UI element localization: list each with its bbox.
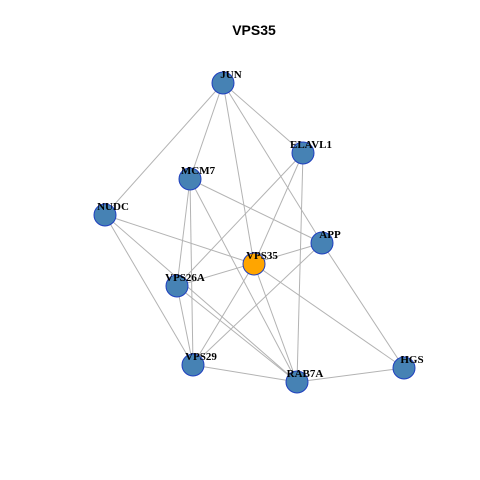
node-label-app: APP — [319, 229, 341, 241]
node-vps35 — [242, 252, 266, 276]
edge-vps26a-vps29 — [176, 285, 194, 366]
edge-vps35-hgs — [253, 263, 405, 369]
edge-app-vps29 — [192, 242, 323, 366]
edge-nudc-vps35 — [104, 214, 255, 265]
edge-elavl1-vps26a — [176, 152, 304, 287]
node-app — [310, 231, 334, 255]
node-vps29 — [181, 353, 205, 377]
node-mcm7 — [178, 167, 202, 191]
node-label-vps35: VPS35 — [246, 250, 278, 262]
node-label-mcm7: MCM7 — [181, 165, 216, 177]
graph-title: VPS35 — [232, 22, 276, 38]
edge-rab7a-hgs — [296, 367, 405, 383]
edges-layer — [104, 82, 405, 383]
node-label-vps26a: VPS26A — [165, 272, 205, 284]
edge-elavl1-vps35 — [253, 152, 304, 265]
node-label-hgs: HGS — [400, 354, 423, 366]
edge-nudc-rab7a — [104, 214, 298, 383]
edge-app-hgs — [321, 242, 405, 369]
edge-nudc-vps29 — [104, 214, 194, 366]
node-vps26a — [165, 274, 189, 298]
node-hgs — [392, 356, 416, 380]
node-elavl1 — [291, 141, 315, 165]
edge-jun-mcm7 — [189, 82, 224, 180]
edge-jun-app — [222, 82, 323, 244]
node-label-elavl1: ELAVL1 — [290, 139, 332, 151]
edge-jun-vps35 — [222, 82, 255, 265]
nodes-layer — [93, 71, 416, 394]
node-rab7a — [285, 370, 309, 394]
edge-vps35-rab7a — [253, 263, 298, 383]
edge-elavl1-rab7a — [296, 152, 304, 383]
node-jun — [211, 71, 235, 95]
edge-mcm7-app — [189, 178, 323, 244]
edge-jun-elavl1 — [222, 82, 304, 154]
node-nudc — [93, 203, 117, 227]
edge-vps29-rab7a — [192, 364, 298, 383]
node-label-nudc: NUDC — [97, 201, 129, 213]
edge-vps26a-rab7a — [176, 285, 298, 383]
node-label-rab7a: RAB7A — [287, 368, 324, 380]
edge-mcm7-vps26a — [176, 178, 191, 287]
node-label-jun: JUN — [220, 69, 241, 81]
edge-mcm7-vps29 — [189, 178, 194, 366]
edge-jun-nudc — [104, 82, 224, 216]
edge-vps35-vps29 — [192, 263, 255, 366]
node-label-vps29: VPS29 — [185, 351, 217, 363]
